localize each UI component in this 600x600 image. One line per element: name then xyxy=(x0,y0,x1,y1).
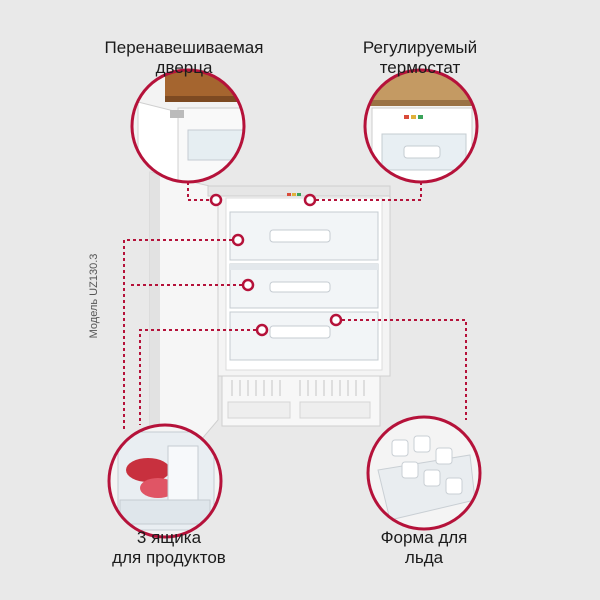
callout-thermostat-line1: Регулируемый xyxy=(362,38,478,57)
callout-door-line1: Перенавешиваемая xyxy=(104,38,264,57)
drawer-1 xyxy=(229,211,379,261)
callout-ice-line2: льда xyxy=(404,548,444,567)
drawer-2 xyxy=(229,263,379,309)
callout-door: Перенавешиваемая дверца xyxy=(84,38,284,78)
freezer-door xyxy=(149,171,219,502)
callout-drawers-line2: для продуктов xyxy=(112,548,226,567)
callout-door-line2: дверца xyxy=(155,58,213,77)
freezer-body xyxy=(207,185,391,427)
drawer-3 xyxy=(229,311,379,361)
model-label: Модель UZ130.3 xyxy=(88,253,100,339)
callout-thermostat: Регулируемый термостат xyxy=(330,38,510,78)
callout-thermostat-line2: термостат xyxy=(379,58,461,77)
callout-drawers-line1: 3 ящика xyxy=(136,528,202,547)
callout-drawers: 3 ящика для продуктов xyxy=(84,528,254,568)
ice-tray-zoom xyxy=(366,415,482,531)
thermostat-zoom xyxy=(363,68,479,184)
hotspot-markers xyxy=(209,193,343,337)
drawers-zoom xyxy=(107,423,223,539)
door-hinge-zoom xyxy=(130,68,246,184)
vent-grille xyxy=(231,380,365,396)
callout-ice-line1: Форма для xyxy=(380,528,468,547)
callout-ice: Форма для льда xyxy=(354,528,494,568)
connector-lines xyxy=(123,182,467,430)
